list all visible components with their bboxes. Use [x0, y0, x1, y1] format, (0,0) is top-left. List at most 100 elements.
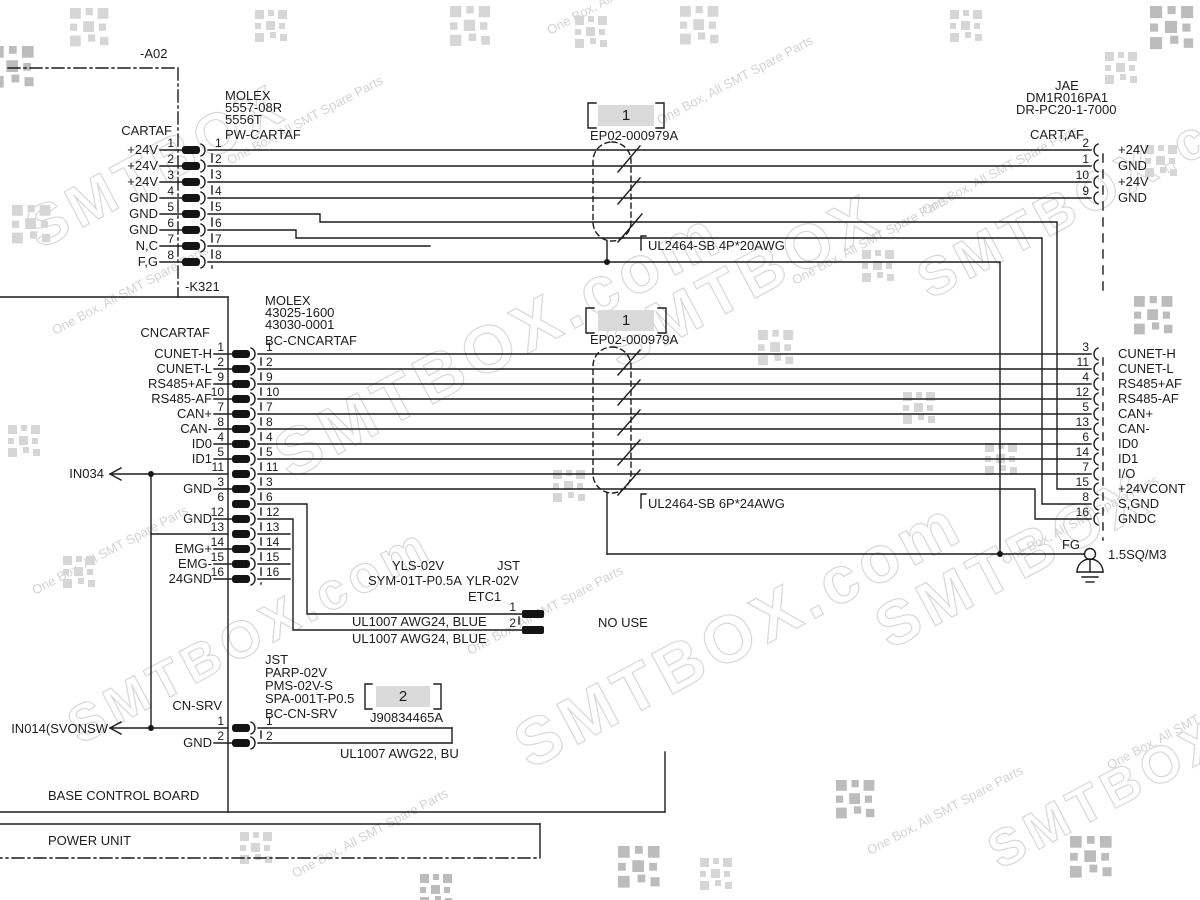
pin-label: +24V — [127, 158, 158, 173]
pin-label: +24V — [127, 142, 158, 157]
pin-number: 3 — [167, 168, 174, 182]
pin-label: CUNET-L — [1118, 361, 1174, 376]
pin-label: GND — [129, 190, 158, 205]
pin-number: 8 — [167, 248, 174, 262]
qr-icon — [1134, 296, 1173, 335]
cable2-marker: 1 EP02-000979A UL2464-SB 6P*24AWG — [585, 307, 785, 555]
pin-number: 3 — [217, 475, 224, 489]
connector-cartaf: CARTAF MOLEX 5557-08R 5556T PW-CARTAF +2… — [121, 88, 301, 269]
pin-number: 10 — [211, 385, 225, 399]
qr-icon — [240, 832, 272, 864]
cartaf-partnum: 5557-08R — [225, 100, 282, 115]
wire-number: 5 — [215, 200, 222, 214]
cartaf-harness: PW-CARTAF — [225, 127, 301, 142]
cncartaf-title: CNCARTAF — [140, 325, 210, 340]
pin-label: CUNET-H — [1118, 346, 1176, 361]
cnsrv-cable-ref: 2 — [399, 688, 407, 705]
pin-label: F,G — [138, 254, 158, 269]
cncartaf-pn: 43025-1600 — [265, 305, 334, 320]
pin-number: 14 — [1076, 445, 1090, 459]
cnsrv-maker: JST — [265, 652, 288, 667]
cartaf-r-pn: DM1R016PA1 — [1026, 90, 1108, 105]
pin-number: 14 — [211, 535, 225, 549]
pin-number: 2 — [167, 152, 174, 166]
pin-number: 13 — [1076, 415, 1090, 429]
pin-label: EMG- — [178, 556, 212, 571]
pin-label: +24V — [1118, 142, 1149, 157]
wire-number: 9 — [266, 370, 273, 384]
cable2-spec: UL2464-SB 6P*24AWG — [648, 496, 785, 511]
connector-cncartaf: CNCARTAF MOLEX 43025-1600 43030-0001 BC-… — [140, 293, 357, 586]
qr-icon — [680, 6, 719, 45]
cncartaf-pin-row: CUNET-L 2 2 — [156, 355, 273, 376]
board-label: BASE CONTROL BOARD — [48, 788, 199, 803]
qr-icon — [0, 46, 34, 88]
fg-spec: 1.5SQ/M3 — [1108, 547, 1167, 562]
wire-number: 4 — [215, 184, 222, 198]
connector-cnsrv: JST PARP-02V PMS-02V-S SPA-001T-P0.5 BC-… — [172, 652, 458, 761]
pin-number: 7 — [167, 232, 174, 246]
pin-label: GND — [129, 206, 158, 221]
pin-number: 11 — [212, 460, 225, 474]
cncartaf-maker: MOLEX — [265, 293, 311, 308]
wire-number: 4 — [266, 430, 273, 444]
frame-power-unit: POWER UNIT — [0, 823, 541, 859]
qr-icon — [12, 205, 51, 244]
fg-label: FG — [1062, 537, 1080, 552]
pin-number: 5 — [167, 200, 174, 214]
wire-number: 6 — [266, 490, 273, 504]
cnsrv-pn3: SPA-001T-P0.5 — [265, 691, 354, 706]
cnsrv-cable-pn: J90834465A — [370, 710, 443, 725]
wire-number: 8 — [215, 248, 222, 262]
pin-number: 16 — [211, 565, 225, 579]
pin-number: 1 — [217, 340, 224, 354]
pin-number: 7 — [1082, 460, 1089, 474]
watermark-tagline: One Box, All SMT Spare Parts — [544, 0, 706, 38]
arrow-left-icon — [108, 721, 122, 735]
cable2-ref: 1 — [622, 312, 630, 329]
watermark-tagline: One Box, All SMT Spare Parts — [29, 502, 191, 597]
harness-top-wires — [207, 149, 1092, 555]
etc1-maker: JST — [497, 558, 520, 573]
pin-number: 8 — [217, 415, 224, 429]
pin-number: 7 — [217, 400, 224, 414]
qr-icon — [836, 780, 875, 819]
pin-number: 4 — [167, 184, 174, 198]
cartaf-r-maker: JAE — [1055, 78, 1079, 93]
cartaf-pin-row: F,G 8 8 — [138, 248, 222, 269]
signal-in034: IN034 — [69, 466, 229, 481]
wire-number: 2 — [266, 355, 273, 369]
pin-number: 1 — [1082, 152, 1089, 166]
pin-number: 16 — [1076, 505, 1090, 519]
pin-label: CUNET-L — [156, 361, 212, 376]
pin-number: 4 — [1082, 370, 1089, 384]
connector-cart-af: JAE DM1R016PA1 DR-PC20-1-7000 CART,AF 2+… — [1016, 78, 1149, 299]
cartaf-maker: MOLEX — [225, 88, 271, 103]
frame-a02-label: -A02 — [140, 46, 167, 61]
watermark-tagline: One Box, All SMT Spare Parts — [289, 785, 451, 880]
cnsrv-pn1: PARP-02V — [265, 665, 327, 680]
pin-number: 2 — [217, 355, 224, 369]
pin-label: GND — [1118, 190, 1147, 205]
pin-label: S,GND — [1118, 496, 1159, 511]
wire-number: 3 — [215, 168, 222, 182]
cnsrv-harness: BC-CN-SRV — [265, 706, 337, 721]
pin-label: I/O — [1118, 466, 1135, 481]
qr-icon — [420, 874, 452, 900]
pin-number: 15 — [1076, 475, 1090, 489]
pin-label: GND — [129, 222, 158, 237]
pin-number: 10 — [1076, 168, 1090, 182]
pin-label: GND — [183, 511, 212, 526]
